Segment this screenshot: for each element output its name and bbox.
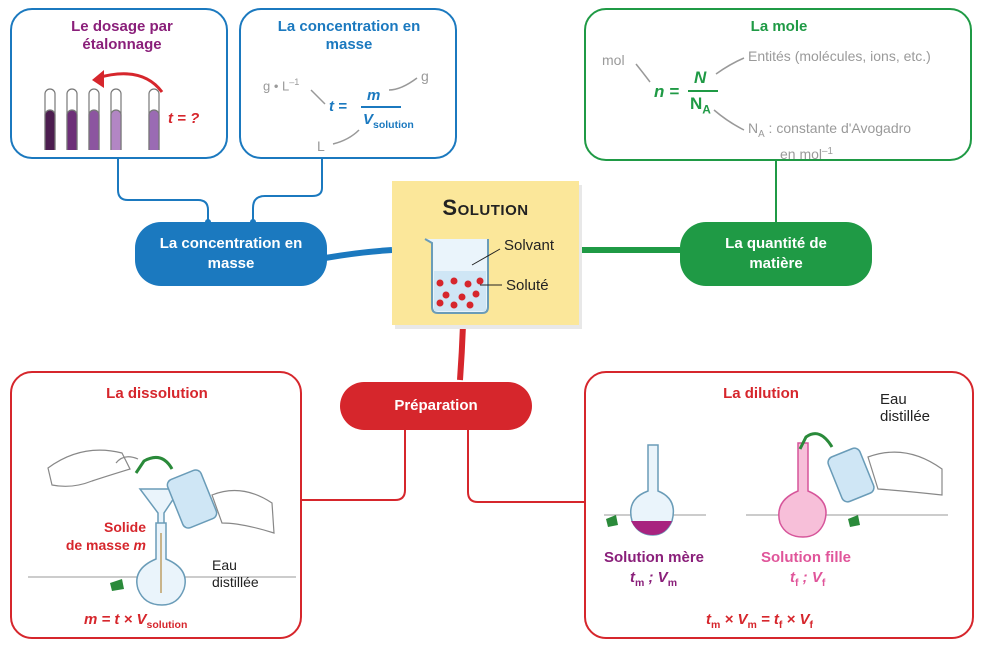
dilution-illustration bbox=[604, 432, 948, 538]
dosage-box: Le dosage par étalonnage t = ? bbox=[10, 8, 228, 159]
daughter-values: tf ; Vf bbox=[790, 569, 826, 589]
cmasse-eq-m: m bbox=[367, 87, 381, 104]
test-tubes-illustration bbox=[44, 70, 164, 150]
cmasse-eq-t: t = bbox=[329, 98, 347, 115]
fraction-bar bbox=[361, 106, 401, 108]
dosage-question: t = ? bbox=[168, 110, 200, 127]
solvent-label: Solvant bbox=[504, 237, 555, 254]
unit-g: g bbox=[421, 68, 429, 84]
mole-box: La mole mol n = N NA Entités (molécules,… bbox=[584, 8, 972, 163]
unit-l: L bbox=[317, 138, 325, 154]
mother-label: Solution mère bbox=[603, 549, 704, 566]
node-concentration: La concentration en masse bbox=[135, 222, 327, 286]
mole-eq-NA: NA bbox=[690, 94, 711, 117]
cmasse-title: La concentration en masse bbox=[277, 18, 421, 53]
mother-values: tm ; Vm bbox=[630, 569, 678, 589]
solid-mass-label: de masse m bbox=[65, 537, 146, 553]
cmasse-arrows bbox=[310, 77, 418, 145]
center-title: Solution bbox=[442, 195, 529, 220]
mole-title: La mole bbox=[750, 18, 808, 35]
cmasse-eq-v: Vsolution bbox=[363, 111, 414, 131]
dissolution-formula: m = t × Vsolution bbox=[84, 611, 188, 631]
unit-mol: mol bbox=[602, 52, 625, 68]
dilution-formula: tm × Vm = tf × Vf bbox=[706, 611, 813, 631]
entities-label: Entités (molécules, ions, etc.) bbox=[748, 48, 931, 64]
center-solution: Solution Solvant Soluté bbox=[392, 181, 579, 325]
beaker-illustration bbox=[424, 238, 502, 314]
mole-eq-N: N bbox=[694, 68, 707, 87]
node-quantity: La quantité de matière bbox=[680, 222, 872, 286]
dilution-title: La dilution bbox=[723, 385, 799, 402]
dosage-title: Le dosage par étalonnage bbox=[71, 18, 173, 53]
solute-label: Soluté bbox=[506, 277, 549, 294]
mole-eq-n: n = bbox=[654, 82, 680, 101]
unit-gl: g • L–1 bbox=[263, 77, 300, 94]
dissolution-title: La dissolution bbox=[106, 385, 208, 402]
dissolution-illustration bbox=[28, 449, 296, 606]
mole-fraction-bar bbox=[688, 90, 718, 92]
node-preparation: Préparation bbox=[340, 382, 532, 430]
daughter-label: Solution fille bbox=[761, 549, 851, 566]
mole-arrows bbox=[635, 57, 745, 131]
cmasse-box: La concentration en masse g • L–1 g L t … bbox=[239, 8, 457, 159]
solid-label: Solide bbox=[103, 519, 146, 535]
